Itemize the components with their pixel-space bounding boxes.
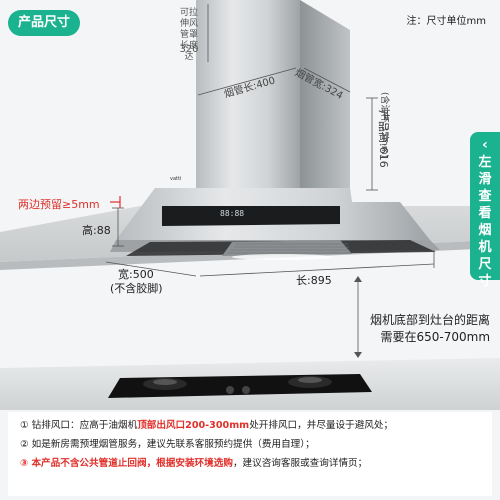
distance-note: 烟机底部到灶台的距离 需要在650-700mm: [370, 312, 490, 346]
hood-display: 88:88: [220, 209, 245, 218]
installation-notes: ① 钻排风口：应高于油烟机顶部出风口200-300mm处开排风口，并尽量设于避风…: [20, 416, 486, 473]
note-3: ③ 本产品不含公共管道止回阀，根据安装环境选购，建议咨询客服或查询详情页；: [20, 454, 486, 473]
length-label: 长:895: [296, 274, 332, 287]
body-height-label: 高:88: [82, 224, 111, 237]
tab-char: 烟: [478, 223, 492, 238]
extension-note: 可拉伸风管罩长度达: [179, 8, 198, 62]
note-1-text: ① 钻排风口：应高于油烟机: [20, 420, 138, 431]
tab-char: 查: [478, 189, 492, 204]
tab-char: 左: [478, 155, 492, 170]
unit-note: 注：尺寸单位mm: [406, 16, 486, 27]
tab-char: 机: [478, 240, 492, 255]
note-3-highlight: ③ 本产品不含公共管道止回阀，根据安装环境选购: [20, 458, 233, 469]
width-note: (不含胶脚): [110, 282, 163, 295]
product-size-badge: 产品尺寸: [8, 10, 80, 36]
tab-char: 尺: [478, 257, 492, 272]
product-height-label: 产品高:616: [377, 110, 390, 168]
tab-char: 看: [478, 206, 492, 221]
distance-line-1: 烟机底部到灶台的距离: [370, 313, 491, 327]
extension-value: 320: [179, 44, 199, 55]
note-1-text-end: 处开排风口，并尽量设于避风处；: [249, 420, 394, 431]
side-margin-label: 两边预留≥5mm: [18, 198, 100, 211]
width-label: 宽:500: [118, 268, 154, 281]
chevron-left-icon: ‹: [482, 137, 488, 153]
distance-line-2: 需要在650-700mm: [380, 330, 491, 344]
note-1-highlight: 顶部出风口200-300mm: [137, 420, 250, 431]
swipe-left-tab[interactable]: ‹ 左 滑 查 看 烟 机 尺 寸: [470, 132, 500, 289]
note-2: ② 如是新房需预埋烟管服务，建议先联系客服预约提供（费用自理）；: [20, 439, 315, 450]
tab-char: 寸: [478, 274, 492, 289]
note-1: ① 钻排风口：应高于油烟机顶部出风口200-300mm处开排风口，并尽量设于避风…: [20, 416, 486, 435]
note-3-text-end: ，建议咨询客服或查询详情页；: [232, 458, 368, 469]
tab-char: 滑: [478, 172, 492, 187]
svg-text:vatti: vatti: [170, 176, 181, 182]
